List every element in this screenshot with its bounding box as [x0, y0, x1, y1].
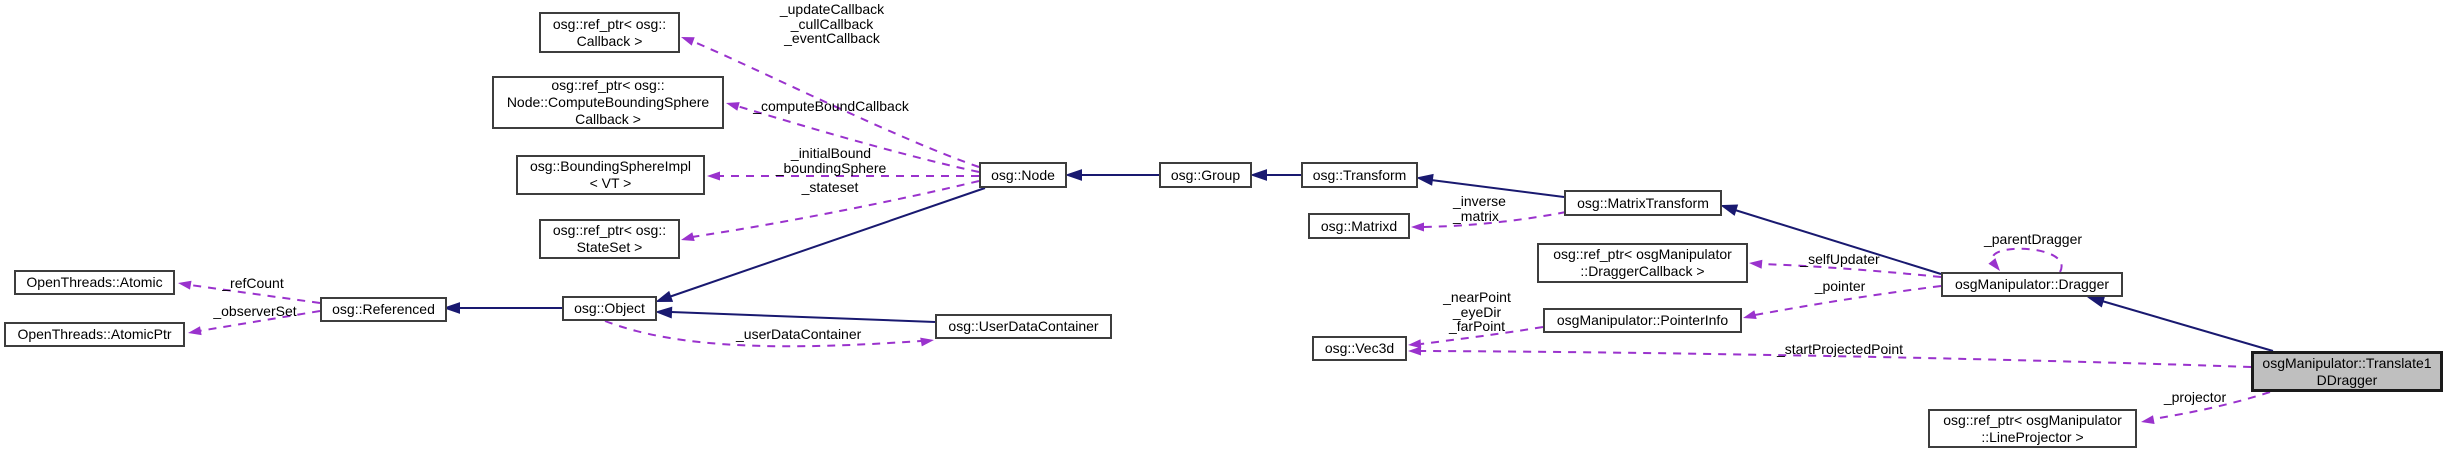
edge-dragger-self-loop: [1991, 247, 2063, 273]
arrow-vec3d-start: [1408, 346, 1421, 356]
arrow-lineprojector: [2141, 415, 2155, 424]
class-node-referenced[interactable]: osg::Referenced: [320, 297, 447, 322]
edge-label-observerset: _observerSet: [213, 303, 297, 319]
arrow-vec3d-near: [1408, 339, 1422, 349]
edge-label-projector: _projector: [2163, 389, 2227, 405]
edge-label-parentdragger: _parentDragger: [1983, 231, 2083, 247]
class-node-ref-ptr-callback[interactable]: osg::ref_ptr< osg:: Callback >: [539, 12, 680, 53]
class-node-openthreads-atomicptr[interactable]: OpenThreads::AtomicPtr: [4, 322, 185, 347]
edge-label-startprojectedpoint: _startProjectedPoint: [1776, 341, 1904, 357]
class-node-ref-ptr-dragger-callback[interactable]: osg::ref_ptr< osgManipulator ::DraggerCa…: [1537, 243, 1748, 283]
arrow-matrixd: [1411, 222, 1424, 232]
class-node-ref-ptr-stateset[interactable]: osg::ref_ptr< osg:: StateSet >: [539, 219, 680, 259]
arrow-dragger-to-matrixtransform: [1720, 204, 1739, 216]
edge-node-to-object: [668, 187, 986, 298]
arrow-node-to-object: [655, 290, 674, 303]
class-node-dragger[interactable]: osgManipulator::Dragger: [1941, 272, 2123, 297]
arrow-computeboundcallback: [726, 102, 740, 111]
class-node-user-data-container[interactable]: osg::UserDataContainer: [935, 314, 1112, 339]
class-node-matrix-transform[interactable]: osg::MatrixTransform: [1564, 190, 1722, 216]
edge-userdatacontainer-to-object: [670, 311, 936, 323]
class-node-openthreads-atomic[interactable]: OpenThreads::Atomic: [14, 270, 175, 295]
edge-label-compute-bound-callback: _computeBoundCallback: [753, 98, 909, 114]
edge-label-refcount: _refCount: [222, 275, 284, 291]
class-node-ref-ptr-compute-bounding-sphere-callback[interactable]: osg::ref_ptr< osg:: Node::ComputeBoundin…: [492, 76, 724, 129]
edge-label-stateset: _stateset: [801, 179, 859, 195]
arrow-parent-dragger: [1988, 258, 2000, 271]
arrow-userdatacontainer-to-object: [654, 306, 673, 319]
arrow-refptrcallback: [681, 37, 695, 46]
class-node-osg-node[interactable]: osg::Node: [979, 162, 1067, 188]
arrow-refptrstateset: [681, 232, 695, 241]
arrow-group-to-node: [1064, 169, 1082, 181]
edge-label-pointer: _pointer: [1814, 278, 1866, 294]
class-node-object[interactable]: osg::Object: [562, 296, 657, 321]
arrow-matrixtransform-to-transform: [1415, 173, 1434, 186]
edge-label-node-callbacks: _updateCallback _cullCallback _eventCall…: [779, 1, 885, 46]
arrow-userdatacontainer: [920, 337, 934, 347]
edge-label-nearpoint-eyedir-farpoint: _nearPoint _eyeDir _farPoint: [1443, 289, 1511, 334]
arrow-pointerinfo: [1743, 310, 1757, 319]
edge-label-inverse-matrix: _inverse _matrix: [1453, 193, 1506, 224]
arrow-atomicptr: [188, 326, 202, 336]
class-node-ref-ptr-line-projector[interactable]: osg::ref_ptr< osgManipulator ::LineProje…: [1928, 409, 2137, 448]
edge-translate1ddragger-to-dragger: [2101, 300, 2274, 352]
class-node-vec3d[interactable]: osg::Vec3d: [1312, 336, 1407, 361]
arrow-boundingsphereimpl: [707, 171, 720, 181]
class-node-pointer-info[interactable]: osgManipulator::PointerInfo: [1543, 308, 1742, 333]
arrow-atomic: [178, 280, 192, 290]
class-node-bounding-sphere-impl[interactable]: osg::BoundingSphereImpl < VT >: [516, 155, 705, 195]
edge-label-selfupdater: _selfUpdater: [1800, 251, 1880, 267]
arrow-transform-to-group: [1249, 169, 1267, 181]
class-node-osg-group[interactable]: osg::Group: [1159, 162, 1252, 188]
class-node-translate1ddragger-current: osgManipulator::Translate1 DDragger: [2251, 351, 2443, 392]
class-node-osg-transform[interactable]: osg::Transform: [1301, 162, 1418, 188]
edge-label-userdatacontainer: _userDataContainer: [736, 326, 862, 342]
class-node-matrixd[interactable]: osg::Matrixd: [1308, 213, 1410, 239]
edge-label-initialbound-boundingsphere: _initialBound _boundingSphere: [775, 145, 887, 176]
arrow-translate1ddragger-to-dragger: [2087, 296, 2106, 308]
arrow-object-to-referenced: [442, 302, 460, 314]
arrow-draggercallback: [1749, 259, 1763, 269]
